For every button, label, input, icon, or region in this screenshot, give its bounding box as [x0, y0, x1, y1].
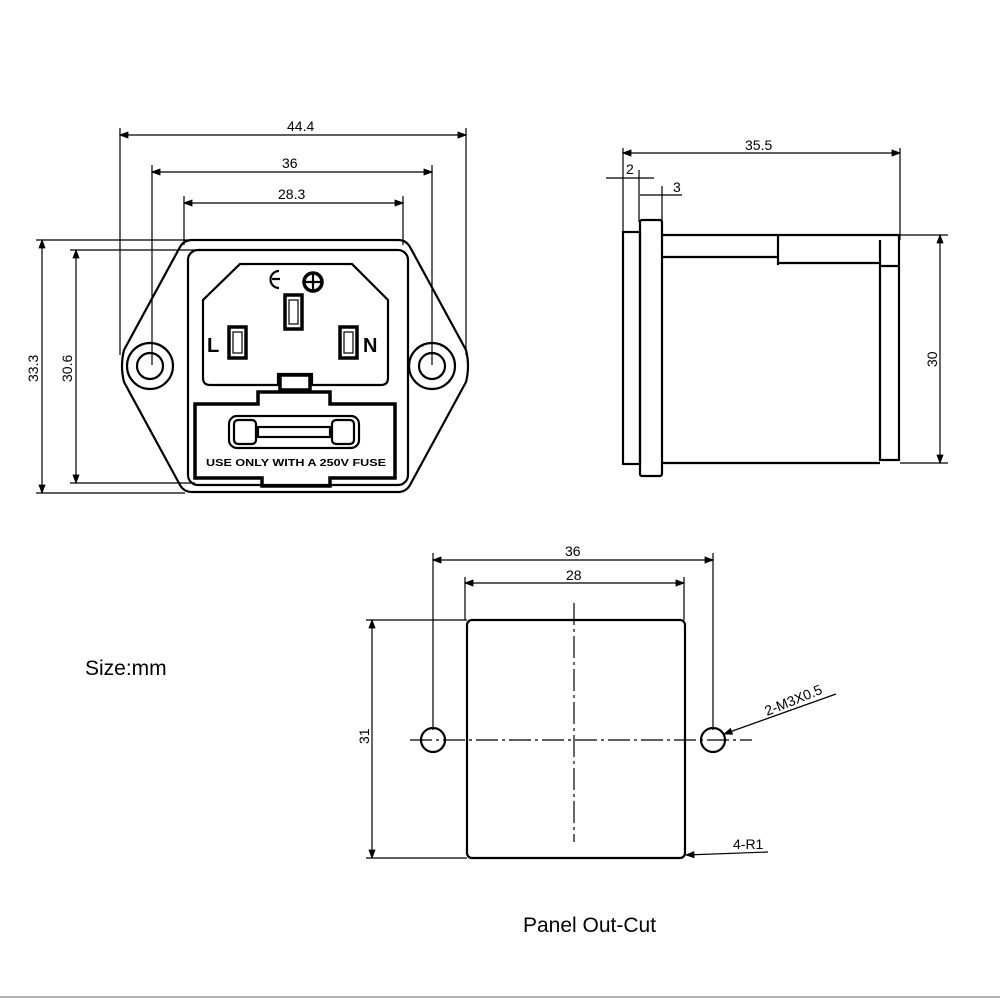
earth-pin-inner — [288, 299, 299, 325]
dim-body-width: 28.3 — [278, 186, 305, 202]
mount-hole-left — [135, 351, 165, 381]
dim-overall-height: 33.3 — [25, 355, 41, 382]
cutout-hole-right — [699, 726, 727, 754]
fuse-cap-right — [330, 418, 356, 446]
live-pin-slot — [227, 325, 248, 360]
earth-symbol-icon — [302, 271, 324, 293]
side-bezel — [638, 218, 664, 478]
side-extension-lines — [622, 148, 948, 464]
pin-label-neutral: N — [363, 335, 377, 357]
fuse-warning-text: USE ONLY WITH A 250V FUSE — [206, 458, 386, 469]
dim-depth: 35.5 — [745, 137, 772, 153]
side-view: 35.5 2 3 30 — [606, 137, 948, 478]
cutout-title: Panel Out-Cut — [523, 914, 656, 937]
neutral-pin-slot — [338, 325, 359, 360]
body-outline — [186, 248, 410, 487]
corner-note-leader — [684, 851, 769, 859]
corner-note: 4-R1 — [733, 836, 764, 852]
dim-hole-spacing: 36 — [282, 155, 298, 171]
dim-flange: 2 — [626, 161, 634, 177]
live-pin-inner — [232, 331, 243, 354]
mount-hole-right — [417, 351, 447, 381]
hole-note-leader — [722, 693, 837, 735]
cutout-rect — [465, 618, 687, 860]
fuse-holder — [193, 390, 397, 488]
earth-symbol-cross — [305, 274, 321, 290]
extension-lines — [119, 128, 467, 365]
dim-height: 30 — [924, 351, 940, 367]
dim-cutout-height: 31 — [356, 728, 372, 744]
earth-pin-slot — [283, 293, 304, 331]
dim-cutout-width: 28 — [566, 567, 582, 583]
pin-label-live: L — [207, 335, 219, 357]
dim-overall-width: 44.4 — [287, 118, 314, 134]
cutout-extension-lines — [366, 553, 714, 859]
fuse-body — [256, 425, 332, 439]
fuse-cap-left — [232, 418, 258, 446]
dim-body-height: 30.6 — [59, 355, 75, 382]
flange-outline — [120, 238, 470, 494]
cutout-hole-left — [419, 726, 447, 754]
units-label: Size:mm — [85, 657, 167, 680]
latch-tab — [278, 373, 312, 392]
side-body — [662, 233, 901, 465]
side-flange — [621, 230, 642, 466]
panel-cutout-view: 36 28 31 2-M3X0.5 4-R1 Panel Out-Cut — [356, 543, 837, 937]
mount-hole-left-outer — [125, 341, 175, 391]
extension-lines-h — [36, 239, 200, 494]
fuse-outline — [227, 414, 361, 450]
dim-cutout-hole-spacing: 36 — [565, 543, 581, 559]
mount-hole-right-outer — [407, 341, 457, 391]
dim-bezel: 3 — [673, 179, 681, 195]
hole-note: 2-M3X0.5 — [762, 681, 824, 719]
iec-socket-outline — [201, 262, 390, 387]
ce-mark-icon — [269, 269, 280, 290]
neutral-pin-inner — [343, 331, 354, 354]
front-view: 44.4 36 28.3 33.3 30.6 L N — [25, 118, 470, 495]
